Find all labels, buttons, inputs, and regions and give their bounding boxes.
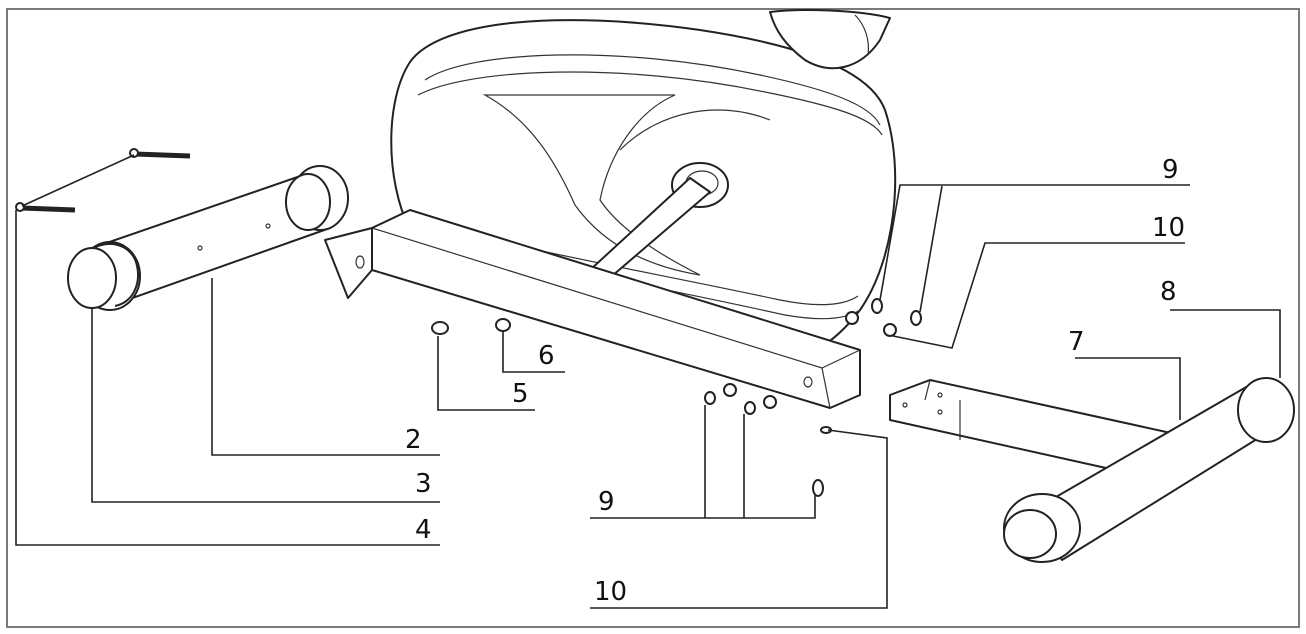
callout-10-bottom: 10	[594, 577, 627, 607]
callout-4: 4	[415, 515, 432, 545]
callout-9-bottom: 9	[598, 487, 615, 517]
rear-end-cap-left	[1003, 493, 1081, 563]
bolts-part-4	[15, 148, 191, 213]
callout-8: 8	[1160, 277, 1177, 307]
callout-10-top: 10	[1152, 213, 1185, 243]
front-end-cap-right	[285, 165, 349, 231]
callout-9-top: 9	[1162, 155, 1179, 185]
rear-end-cap-right	[1237, 377, 1295, 443]
rear-bolts-washers-top	[845, 298, 922, 337]
callout-2: 2	[405, 425, 422, 455]
rear-bolts-washers-bottom	[704, 383, 832, 497]
leader-lines	[15, 154, 1281, 609]
front-end-cap-left	[67, 241, 141, 311]
callout-5: 5	[512, 379, 529, 409]
washer-part-5	[431, 321, 449, 335]
main-frame-tube	[324, 209, 861, 409]
callout-3: 3	[415, 469, 432, 499]
nut-part-6	[495, 318, 511, 332]
callout-7: 7	[1068, 327, 1085, 357]
callout-6: 6	[538, 341, 555, 371]
